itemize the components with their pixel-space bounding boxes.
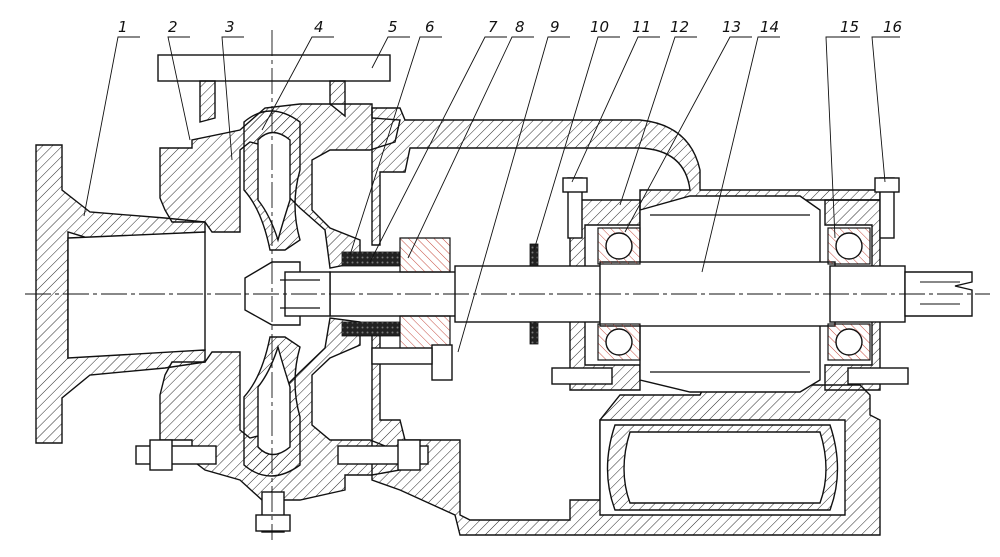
shaft-seal <box>341 237 453 381</box>
callout-label-15: 15 <box>840 18 859 36</box>
callout-label-4: 4 <box>314 18 324 36</box>
callout-label-13: 13 <box>722 18 741 36</box>
bearings <box>597 227 871 361</box>
bolts <box>135 177 909 533</box>
callout-label-12: 12 <box>670 18 689 36</box>
callout-label-5: 5 <box>388 18 398 36</box>
impeller-nut <box>244 261 331 326</box>
impeller <box>243 110 301 477</box>
callout-label-7: 7 <box>488 18 498 36</box>
callout-label-9: 9 <box>550 18 560 36</box>
callout-label-11: 11 <box>632 18 651 36</box>
callout-label-14: 14 <box>760 18 779 36</box>
pump-casing <box>157 54 401 501</box>
leader-lines <box>83 36 900 353</box>
callout-label-1: 1 <box>118 18 128 36</box>
callout-label-6: 6 <box>425 18 435 36</box>
callout-label-10: 10 <box>590 18 609 36</box>
callout-label-16: 16 <box>883 18 902 36</box>
callout-label-8: 8 <box>515 18 525 36</box>
callout-label-3: 3 <box>225 18 235 36</box>
suction-casing <box>35 144 206 444</box>
center-lines <box>25 30 990 540</box>
callout-label-2: 2 <box>168 18 178 36</box>
slinger-ring <box>529 243 539 345</box>
